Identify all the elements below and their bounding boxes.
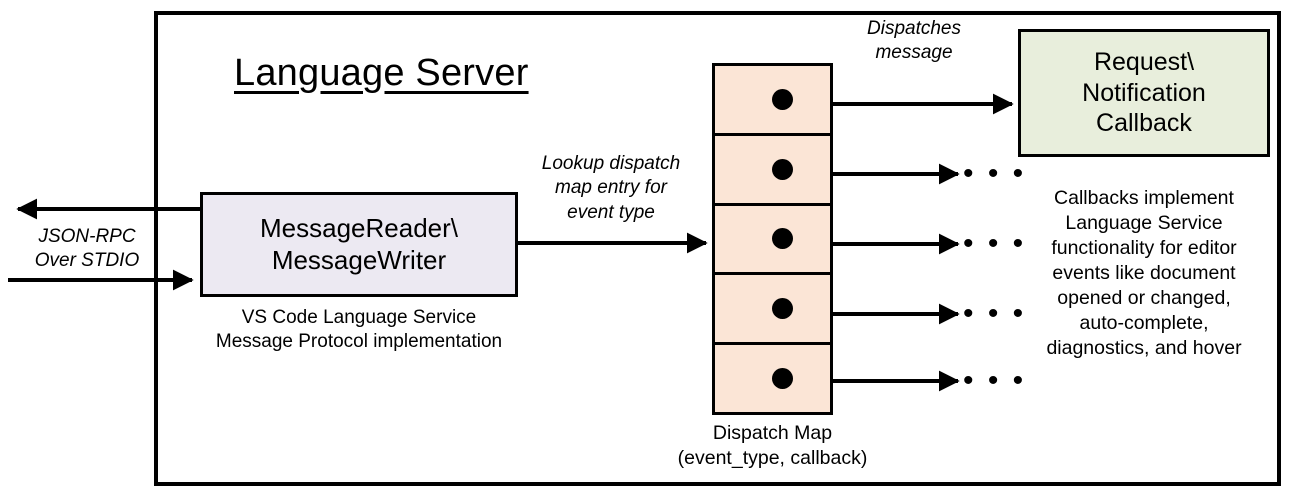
request-notification-callback-title: Request\ Notification Callback — [1082, 48, 1206, 138]
dispatch-map-row[interactable] — [715, 345, 830, 412]
dispatch-map-row[interactable] — [715, 275, 830, 346]
language-server-frame — [154, 11, 1281, 486]
dispatch-map-caption: Dispatch Map (event_type, callback) — [677, 422, 868, 469]
page-title: Language Server — [234, 52, 529, 94]
jsonrpc-edge-label: JSON-RPC Over STDIO — [34, 226, 140, 272]
ellipsis-marker: • • • — [963, 157, 1027, 190]
ellipsis-marker: • • • — [963, 364, 1027, 397]
callback-dot-icon — [772, 298, 793, 320]
callback-description-caption: Callbacks implement Language Service fun… — [1046, 187, 1242, 359]
callback-dot-icon — [772, 88, 793, 110]
dispatch-map-row[interactable] — [715, 206, 830, 276]
dispatches-message-edge-label: Dispatches message — [867, 18, 961, 64]
callback-dot-icon — [772, 158, 793, 180]
ellipsis-marker: • • • — [963, 227, 1027, 260]
message-reader-writer-node[interactable]: MessageReader\ MessageWriter — [200, 192, 518, 297]
callback-dot-icon — [772, 368, 793, 390]
message-reader-writer-caption: VS Code Language Service Message Protoco… — [215, 307, 503, 353]
dispatch-map-row[interactable] — [715, 136, 830, 206]
ellipsis-marker: • • • — [963, 297, 1027, 330]
request-notification-callback-node[interactable]: Request\ Notification Callback — [1018, 29, 1270, 157]
lookup-dispatch-edge-label: Lookup dispatch map entry for event type — [541, 153, 681, 223]
dispatch-map-row[interactable] — [715, 66, 830, 136]
dispatch-map-table[interactable] — [712, 63, 833, 415]
callback-dot-icon — [772, 228, 793, 250]
message-reader-writer-title: MessageReader\ MessageWriter — [260, 212, 458, 275]
